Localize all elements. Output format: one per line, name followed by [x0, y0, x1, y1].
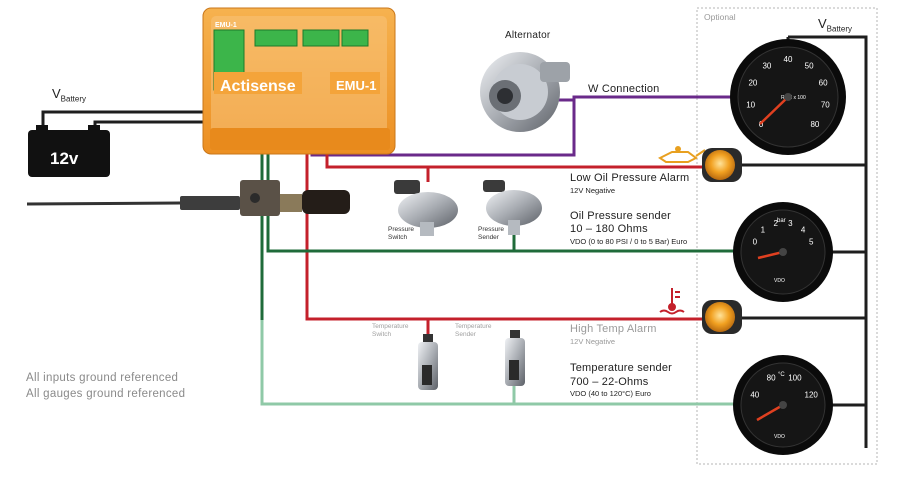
probe-assembly [26, 180, 350, 216]
rpm-tick-50: 50 [805, 61, 814, 70]
optional-box [696, 7, 878, 465]
temp-tick-100: 100 [788, 374, 802, 383]
oil-tick-3: 3 [788, 219, 793, 228]
optional-label: Optional [704, 12, 736, 22]
low-oil-lamp [702, 148, 742, 182]
temp-tick-80: 80 [767, 374, 776, 383]
rpm-tick-40: 40 [784, 55, 793, 64]
pressure-switch-label-1: Pressure [388, 226, 415, 233]
battery-label: 12v [50, 149, 79, 168]
temp-sender-sub: VDO (40 to 120°C) Euro [570, 389, 651, 398]
battery: 12v [28, 125, 110, 177]
rpm-tick-60: 60 [819, 79, 828, 88]
oil-pressure-gauge: 012 345 bar VDO [733, 202, 833, 302]
temp-gauge-needle [756, 403, 784, 422]
oil-gauge-ticks: 012 345 [753, 219, 814, 247]
temperature-switch-label-1: Temperature [372, 323, 409, 330]
oil-sender-range: 10 – 180 Ohms [570, 223, 648, 235]
temperature-sender-label: Temperature Sender [455, 323, 492, 339]
temperature-icon [659, 288, 685, 315]
oil-tick-5: 5 [809, 238, 814, 247]
low-oil-alarm-title: Low Oil Pressure Alarm [570, 172, 690, 184]
vbattery-left-sub: Battery [60, 94, 87, 104]
emu-1-device: Actisense EMU-1 EMU-1 [202, 7, 396, 155]
temp-sender-title: Temperature sender [570, 362, 673, 374]
pressure-switch-label-2: Switch [388, 234, 408, 241]
note-gauges: All gauges ground referenced [26, 388, 186, 400]
vbattery-left-label: VBattery [52, 86, 86, 104]
oil-gauge-needle [757, 250, 784, 260]
device-side-label: EMU-1 [215, 22, 237, 29]
w-connection-label: W Connection [588, 83, 660, 95]
temperature-sender-label-1: Temperature [455, 323, 492, 330]
rpm-tick-20: 20 [748, 79, 757, 88]
pressure-switch [394, 180, 458, 236]
rpm-tick-10: 10 [746, 100, 755, 109]
temp-tick-40: 40 [750, 391, 759, 400]
pressure-switch-label: Pressure Switch [388, 226, 414, 242]
temperature-switch-label-2: Switch [372, 331, 392, 338]
device-model: EMU-1 [336, 78, 376, 93]
temp-gauge-brand: VDO [774, 434, 785, 440]
oil-gauge-unit: bar [777, 218, 786, 224]
pressure-sender-label-2: Sender [478, 234, 499, 241]
rpm-tick-30: 30 [762, 61, 771, 70]
temperature-switch-label: Temperature Switch [372, 323, 409, 339]
rpm-gauge: 01020304050607080 RPM x 100 [730, 39, 846, 155]
oil-tick-4: 4 [801, 226, 806, 235]
alternator [480, 52, 570, 132]
oil-tick-1: 1 [761, 226, 766, 235]
pressure-sender [483, 180, 542, 235]
temp-sender-wire [260, 320, 738, 406]
temperature-sender [505, 330, 525, 386]
temp-sender-range: 700 – 22-Ohms [570, 376, 649, 388]
alternator-label: Alternator [505, 30, 551, 41]
oil-tick-0: 0 [753, 238, 758, 247]
high-temp-alarm-sub: 12V Negative [570, 337, 616, 346]
vbattery-left-v: V [52, 86, 61, 101]
oil-can-icon [658, 146, 706, 163]
pressure-sender-label-1: Pressure [478, 226, 505, 233]
note-inputs: All inputs ground referenced [26, 372, 179, 384]
pressure-sender-label: Pressure Sender [478, 226, 504, 242]
rpm-gauge-unit: RPM x 100 [781, 95, 806, 101]
rpm-gauge-needle [759, 96, 789, 125]
temp-gauge-unit: °C [778, 372, 785, 378]
temperature-sender-label-2: Sender [455, 331, 476, 338]
oil-sender-title: Oil Pressure sender [570, 210, 672, 222]
vbattery-right-v: V [818, 16, 827, 31]
temp-tick-120: 120 [805, 391, 819, 400]
vbattery-right-sub: Battery [826, 24, 853, 34]
oil-sender-sub: VDO (0 to 80 PSI / 0 to 5 Bar) Euro [570, 237, 688, 246]
rpm-tick-70: 70 [821, 100, 830, 109]
vbattery-right-label: VBattery [818, 16, 852, 34]
oil-gauge-brand: VDO [774, 278, 785, 284]
low-oil-alarm-sub: 12V Negative [570, 186, 616, 195]
high-temp-alarm-title: High Temp Alarm [570, 323, 657, 335]
oil-tick-2: 2 [773, 219, 778, 228]
temperature-switch [418, 334, 438, 390]
rpm-tick-80: 80 [810, 120, 819, 129]
device-brand: Actisense [220, 78, 296, 95]
high-temp-lamp [702, 300, 742, 334]
